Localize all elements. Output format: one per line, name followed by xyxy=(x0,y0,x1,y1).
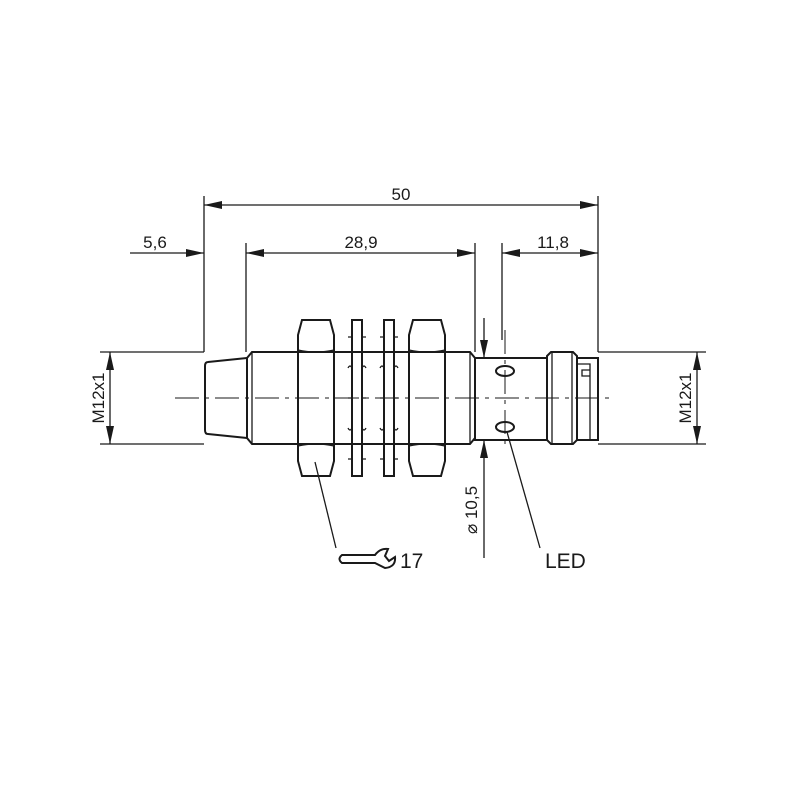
thread-right-label: M12x1 xyxy=(676,372,695,423)
dimension-5-6: 5,6 xyxy=(130,233,264,257)
wrench-leader xyxy=(314,461,337,549)
dimension-50: 50 xyxy=(204,185,598,209)
front-cap-label: 5,6 xyxy=(143,233,167,252)
hex-nut-left xyxy=(297,319,335,477)
dimension-m12-right: M12x1 xyxy=(676,352,701,444)
led-window xyxy=(495,365,515,377)
open-wrench-icon xyxy=(338,547,397,570)
led-window xyxy=(495,421,515,433)
led-leader xyxy=(506,431,541,549)
connector-length-label: 11,8 xyxy=(537,233,569,252)
hex-nut-right xyxy=(408,319,446,477)
dimension-28-9: 28,9 xyxy=(246,233,475,257)
thread-left-label: M12x1 xyxy=(89,372,108,423)
dimension-m12-left: M12x1 xyxy=(89,352,114,444)
extension-lines xyxy=(100,196,706,445)
led-label: LED xyxy=(545,550,586,573)
sensor-body xyxy=(175,319,612,477)
thread-length-label: 28,9 xyxy=(344,233,377,252)
overall-length-label: 50 xyxy=(392,185,411,204)
wrench-size-label: 17 xyxy=(400,550,423,573)
dimension-diameter: ⌀ 10,5 xyxy=(462,318,488,558)
diameter-label: ⌀ 10,5 xyxy=(462,486,481,534)
dimension-11-8: 11,8 xyxy=(502,233,598,257)
